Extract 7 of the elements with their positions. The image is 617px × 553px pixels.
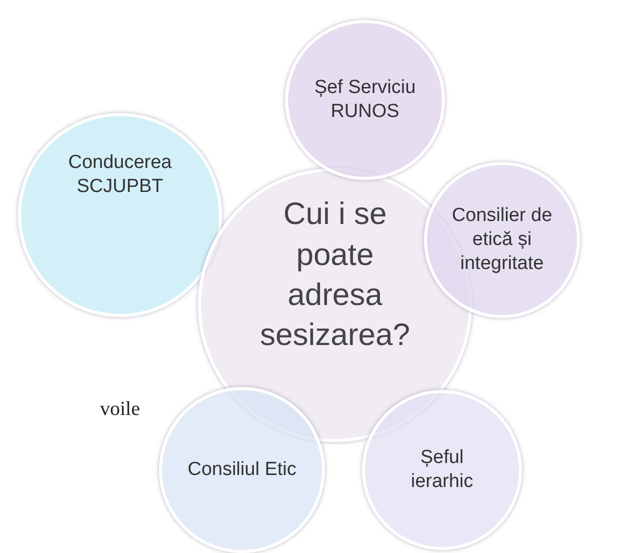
center-question: Cui i se poate adresa sesizarea? [259,195,411,354]
text-fragment: voile [100,398,140,421]
circle-label: Șef Serviciu RUNOS [313,76,417,124]
circle-label: Șeful ierarhic [410,446,474,494]
circle-label: Consiliul Etic [187,458,297,482]
circle-label: Conducerea SCJUPBT [67,151,173,199]
circle-label: Consilier de etică și integritate [450,204,554,276]
